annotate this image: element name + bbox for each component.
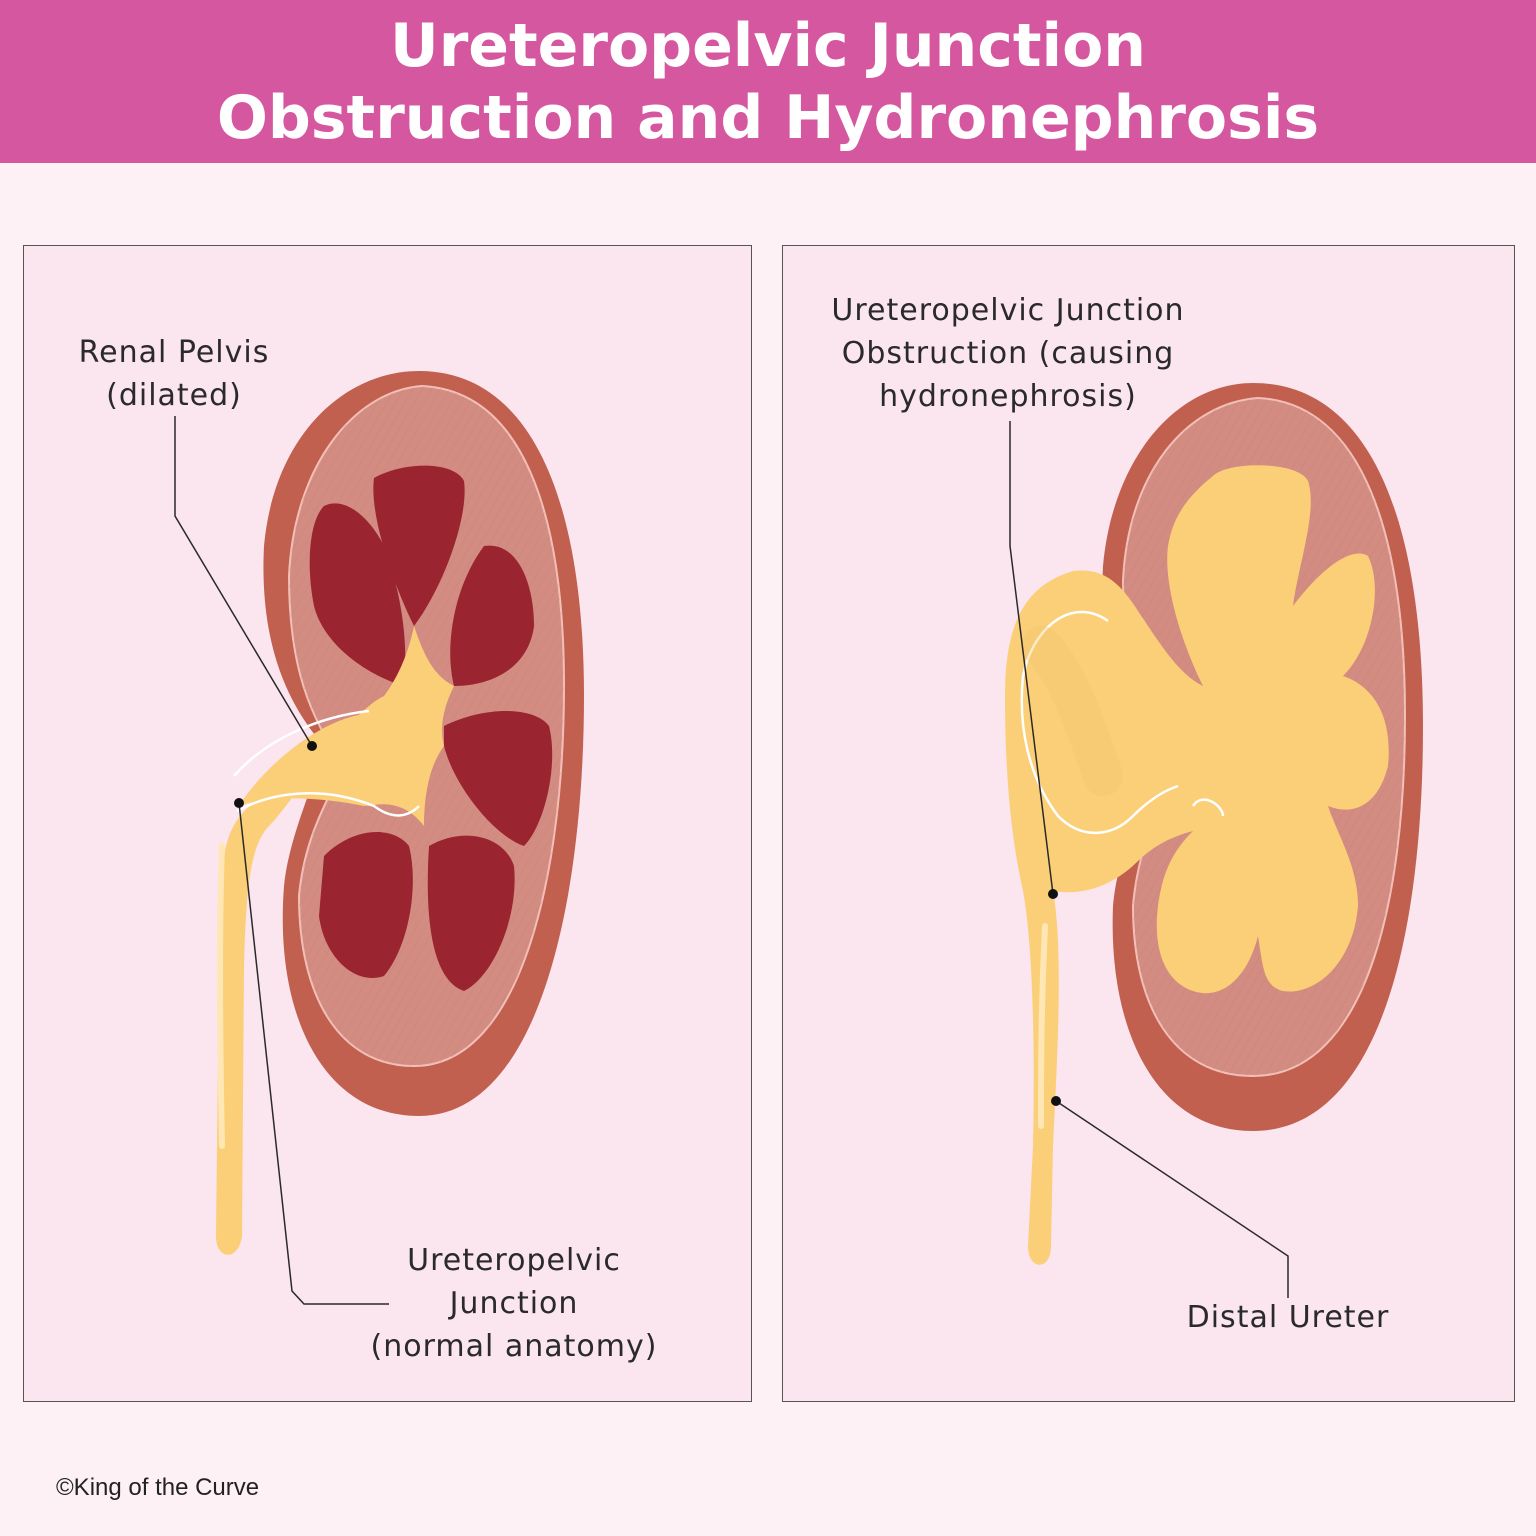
hydronephrotic-kidney-illustration — [1005, 383, 1423, 1298]
label-upj-normal-line2: Junction — [449, 1286, 579, 1321]
renal-pelvis-urine — [216, 626, 454, 1255]
label-renal-pelvis-line1: Renal Pelvis — [78, 335, 270, 370]
label-renal-pelvis-line2: (dilated) — [106, 378, 242, 413]
title-line-2: Obstruction and Hydronephrosis — [216, 82, 1320, 153]
label-upj-obstruction: Ureteropelvic Junction Obstruction (caus… — [813, 289, 1203, 418]
label-upj-obstruction-line1: Ureteropelvic Junction — [831, 293, 1185, 328]
leader-lines — [174, 416, 389, 1305]
normal-anatomy-panel: Renal Pelvis (dilated) Ureteropelvic Jun… — [23, 245, 752, 1402]
label-upj-normal: Ureteropelvic Junction (normal anatomy) — [364, 1239, 664, 1368]
copyright-text: ©King of the Curve — [56, 1474, 260, 1501]
title-line-1: Ureteropelvic Junction — [389, 10, 1147, 81]
leader-lines — [1009, 421, 1289, 1298]
label-upj-obstruction-line3: hydronephrosis) — [879, 379, 1137, 414]
dilated-calyces-and-pelvis — [1005, 465, 1389, 1265]
label-renal-pelvis: Renal Pelvis (dilated) — [64, 331, 284, 417]
renal-pyramids — [309, 465, 553, 991]
normal-kidney-illustration — [174, 371, 584, 1305]
obstruction-panel: Ureteropelvic Junction Obstruction (caus… — [782, 245, 1515, 1402]
title-banner: Ureteropelvic Junction Obstruction and H… — [0, 0, 1536, 163]
label-upj-normal-line1: Ureteropelvic — [407, 1243, 621, 1278]
label-upj-obstruction-line2: Obstruction (causing — [841, 336, 1175, 371]
label-upj-normal-line3: (normal anatomy) — [370, 1329, 658, 1364]
label-distal-ureter: Distal Ureter — [1186, 1300, 1390, 1335]
